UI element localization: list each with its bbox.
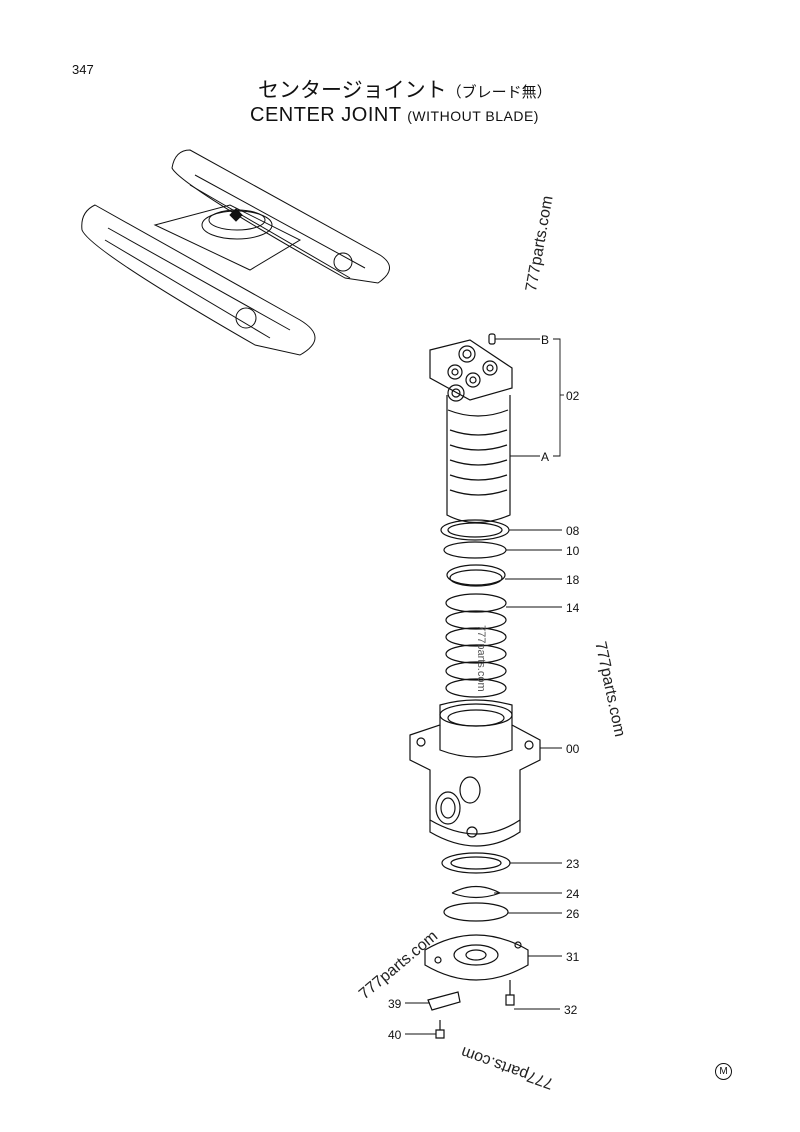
part-32-bolt bbox=[505, 980, 515, 1006]
title-japanese: センタージョイント（ブレード無） bbox=[258, 74, 552, 104]
part-23-plate bbox=[441, 852, 511, 874]
title-jp-sub: （ブレード無） bbox=[446, 84, 552, 101]
leader-lines bbox=[405, 338, 564, 1035]
callout-a: A bbox=[541, 450, 550, 464]
part-14-ring bbox=[445, 593, 507, 613]
callout-b: B bbox=[541, 333, 550, 347]
callout-31: 31 bbox=[566, 950, 580, 964]
part-00-body bbox=[409, 699, 541, 847]
callout-32: 32 bbox=[564, 1003, 578, 1017]
page-number: 347 bbox=[72, 62, 94, 77]
title-english: CENTER JOINT (WITHOUT BLADE) bbox=[250, 104, 539, 127]
callout-14: 14 bbox=[566, 601, 580, 615]
part-31-cover bbox=[424, 934, 529, 981]
part-40-bolt bbox=[435, 1020, 445, 1039]
callout-00: 00 bbox=[566, 742, 580, 756]
callout-26: 26 bbox=[566, 907, 580, 921]
part-10-ring bbox=[443, 541, 507, 559]
callout-23: 23 bbox=[566, 857, 580, 871]
part-18-ring bbox=[446, 564, 506, 586]
lower-parts bbox=[424, 852, 529, 1039]
watermark-center: 777parts.com bbox=[475, 625, 487, 692]
circled-m-mark: M bbox=[715, 1063, 732, 1080]
title-en-sub: (WITHOUT BLADE) bbox=[407, 108, 539, 124]
callout-02: 02 bbox=[566, 389, 580, 403]
callout-10: 10 bbox=[566, 544, 580, 558]
part-26-oring bbox=[443, 902, 509, 922]
callout-40: 40 bbox=[388, 1028, 402, 1042]
title-jp-main: センタージョイント bbox=[258, 79, 447, 102]
callout-24: 24 bbox=[566, 887, 580, 901]
title-en-main: CENTER JOINT bbox=[250, 104, 402, 126]
undercarriage-illustration bbox=[81, 149, 390, 356]
part-24-ring bbox=[451, 885, 502, 899]
callout-08: 08 bbox=[566, 524, 580, 538]
part-39-lock-plate bbox=[427, 991, 461, 1011]
part-02-swivel-head bbox=[429, 333, 513, 524]
callout-39: 39 bbox=[388, 997, 402, 1011]
callout-18: 18 bbox=[566, 573, 580, 587]
